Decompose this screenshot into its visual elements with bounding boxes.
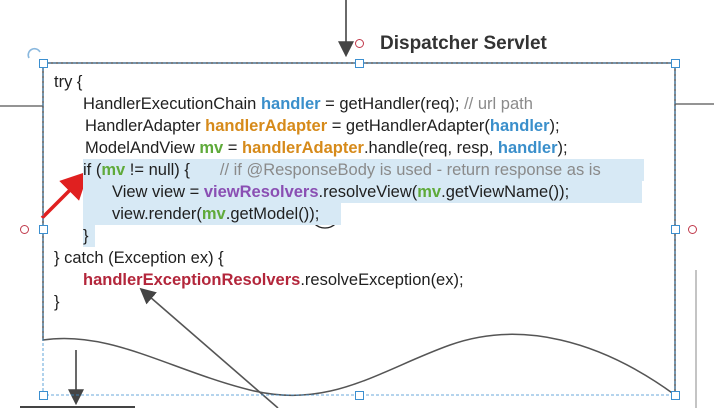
code-line-handler: HandlerExecutionChain handler = getHandl… (83, 93, 533, 115)
code-line-handler-adapter: HandlerAdapter handlerAdapter = getHandl… (85, 115, 560, 137)
resize-handle-bottom-right[interactable] (671, 391, 680, 400)
code-text: if ( (83, 161, 102, 179)
code-var-view-resolvers: viewResolvers (203, 183, 319, 201)
code-var-handler: handler (497, 139, 558, 157)
code-text: View view = (112, 183, 204, 201)
code-line-close: } (54, 291, 60, 313)
code-text: try { (54, 73, 83, 91)
code-var-handler-adapter: handlerAdapter (242, 139, 364, 157)
code-var-mv: mv (199, 139, 224, 157)
code-type: HandlerExecutionChain (83, 95, 261, 113)
resize-handle-middle-right[interactable] (671, 225, 680, 234)
code-type: HandlerAdapter (85, 117, 206, 135)
code-var-handler-adapter: handlerAdapter (205, 117, 328, 135)
red-annotation-arrow (40, 171, 89, 220)
code-text: view.render( (112, 205, 202, 223)
code-line-resolve-view: View view = viewResolvers.resolveView(mv… (83, 181, 642, 203)
code-line-exception-resolvers: handlerExceptionResolvers.resolveExcepti… (83, 269, 464, 291)
code-text: ); (557, 139, 568, 157)
resize-handle-bottom-center[interactable] (355, 391, 364, 400)
code-text: = getHandlerAdapter( (327, 117, 490, 135)
resize-handle-middle-left[interactable] (39, 225, 48, 234)
code-var-mv: mv (417, 183, 442, 201)
diagram-title[interactable]: Dispatcher Servlet (380, 33, 547, 54)
code-comment: // url path (464, 95, 533, 113)
code-text: } (83, 227, 89, 245)
code-type: ModelAndView (85, 139, 200, 157)
code-text: ); (549, 117, 560, 135)
code-line-close-if: } (83, 225, 95, 247)
dispatcher-servlet-shape[interactable] (42, 62, 676, 397)
code-text: = (223, 139, 243, 157)
code-var-mv: mv (201, 205, 226, 223)
code-text: .handle(req, resp, (363, 139, 498, 157)
code-text: } (54, 293, 60, 311)
resize-handle-top-right[interactable] (671, 59, 680, 68)
resize-handle-top-left[interactable] (39, 59, 48, 68)
code-comment: // if @ResponseBody is used - return res… (219, 161, 601, 179)
code-text: != null) { (125, 161, 190, 179)
code-text: .resolveException(ex); (300, 271, 464, 289)
resize-handle-top-center[interactable] (355, 59, 364, 68)
connection-port-right[interactable] (688, 225, 697, 234)
code-line-render: view.render(mv.getModel()); (83, 203, 341, 225)
connection-port-left[interactable] (20, 225, 29, 234)
code-var-handler: handler (260, 95, 321, 113)
code-line-catch: } catch (Exception ex) { (54, 247, 224, 269)
code-line-if: if (mv != null) { // if @ResponseBody is … (83, 159, 644, 181)
rotate-handle-icon[interactable] (27, 47, 41, 59)
code-text: } catch (Exception ex) { (54, 249, 224, 267)
code-var-handler: handler (489, 117, 550, 135)
code-line-model-and-view: ModelAndView mv = handlerAdapter.handle(… (85, 137, 568, 159)
code-line-try: try { (54, 71, 82, 93)
code-var-mv: mv (101, 161, 126, 179)
code-var-handler-exception-resolvers: handlerExceptionResolvers (83, 271, 301, 289)
exception-resolvers-arrow[interactable] (139, 287, 279, 408)
resize-handle-bottom-left[interactable] (39, 391, 48, 400)
code-text: .getModel( (225, 205, 304, 223)
code-text: .getViewName()); (441, 183, 570, 201)
title-port-circle[interactable] (355, 39, 364, 48)
code-text: = getHandler(req); (320, 95, 465, 113)
code-text: )); (303, 205, 320, 223)
code-text: .resolveView( (318, 183, 418, 201)
